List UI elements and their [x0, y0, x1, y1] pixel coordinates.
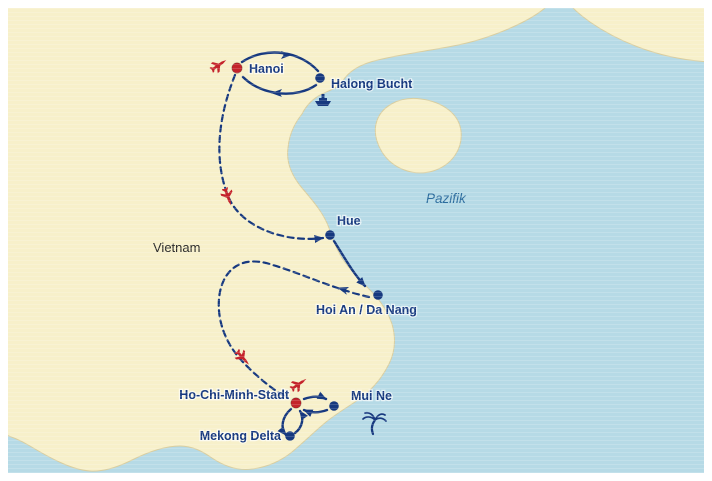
texture-overlay	[0, 0, 712, 481]
map-canvas: Hanoi Halong Bucht Hue Hoi An / Da Nang …	[0, 0, 712, 481]
vietnam-tour-map: Hanoi Halong Bucht Hue Hoi An / Da Nang …	[0, 0, 712, 481]
